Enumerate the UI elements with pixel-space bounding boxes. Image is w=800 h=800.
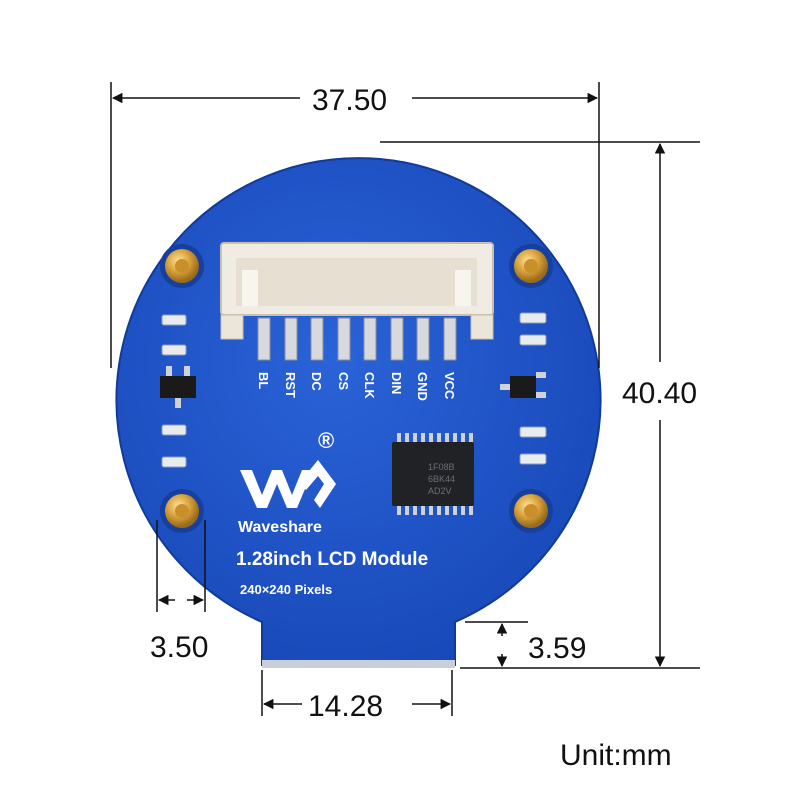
dimension-height-label: 40.40	[622, 377, 697, 410]
pin-label-bl: BL	[256, 372, 271, 389]
connector-pins	[257, 317, 457, 361]
ic-chip: 1F08B 6BK44 AD2V	[392, 433, 474, 515]
chip-marking-line-3: AD2V	[428, 486, 452, 496]
pin-label-rst: RST	[283, 372, 298, 398]
module-resolution: 240×240 Pixels	[240, 582, 332, 597]
mounting-holes	[160, 244, 553, 533]
pin-header-connector	[220, 242, 494, 361]
dimension-width	[110, 82, 600, 368]
transistor-right	[500, 372, 546, 398]
pin-label-din: DIN	[389, 372, 404, 394]
pin-labels: BL RST DC CS CLK DIN GND VCC	[256, 372, 457, 401]
pin-label-cs: CS	[336, 372, 351, 390]
module-title: 1.28inch LCD Module	[236, 549, 428, 570]
dimension-bottom-width-label: 14.28	[308, 690, 383, 723]
dimension-hole-offset-label: 3.50	[150, 631, 208, 664]
unit-label: Unit:mm	[560, 739, 672, 772]
mounting-hole-top-left	[160, 244, 204, 288]
dimension-height	[380, 141, 700, 669]
registered-mark: ®	[318, 428, 334, 453]
dimension-bottom-step-label: 3.59	[528, 632, 586, 665]
dimension-bottom-step	[465, 621, 528, 668]
board-bottom-edge	[262, 660, 455, 668]
pin-label-clk: CLK	[362, 372, 377, 399]
brand-name: Waveshare	[238, 519, 322, 536]
mounting-hole-bottom-left	[160, 489, 204, 533]
dimension-width-label: 37.50	[312, 84, 387, 117]
dimension-bottom-width	[261, 670, 453, 716]
transistor-left	[160, 366, 196, 408]
chip-marking-line-2: 6BK44	[428, 474, 455, 484]
mounting-hole-bottom-right	[509, 489, 553, 533]
smd-components-left	[161, 312, 547, 468]
dimension-hole-offset	[156, 520, 206, 612]
pin-label-dc: DC	[309, 372, 324, 391]
pin-label-vcc: VCC	[442, 372, 457, 400]
pcb-board	[115, 157, 602, 668]
pin-label-gnd: GND	[415, 372, 430, 401]
mounting-hole-top-right	[509, 244, 553, 288]
waveshare-logo-icon	[240, 460, 336, 508]
chip-marking-line-1: 1F08B	[428, 462, 455, 472]
